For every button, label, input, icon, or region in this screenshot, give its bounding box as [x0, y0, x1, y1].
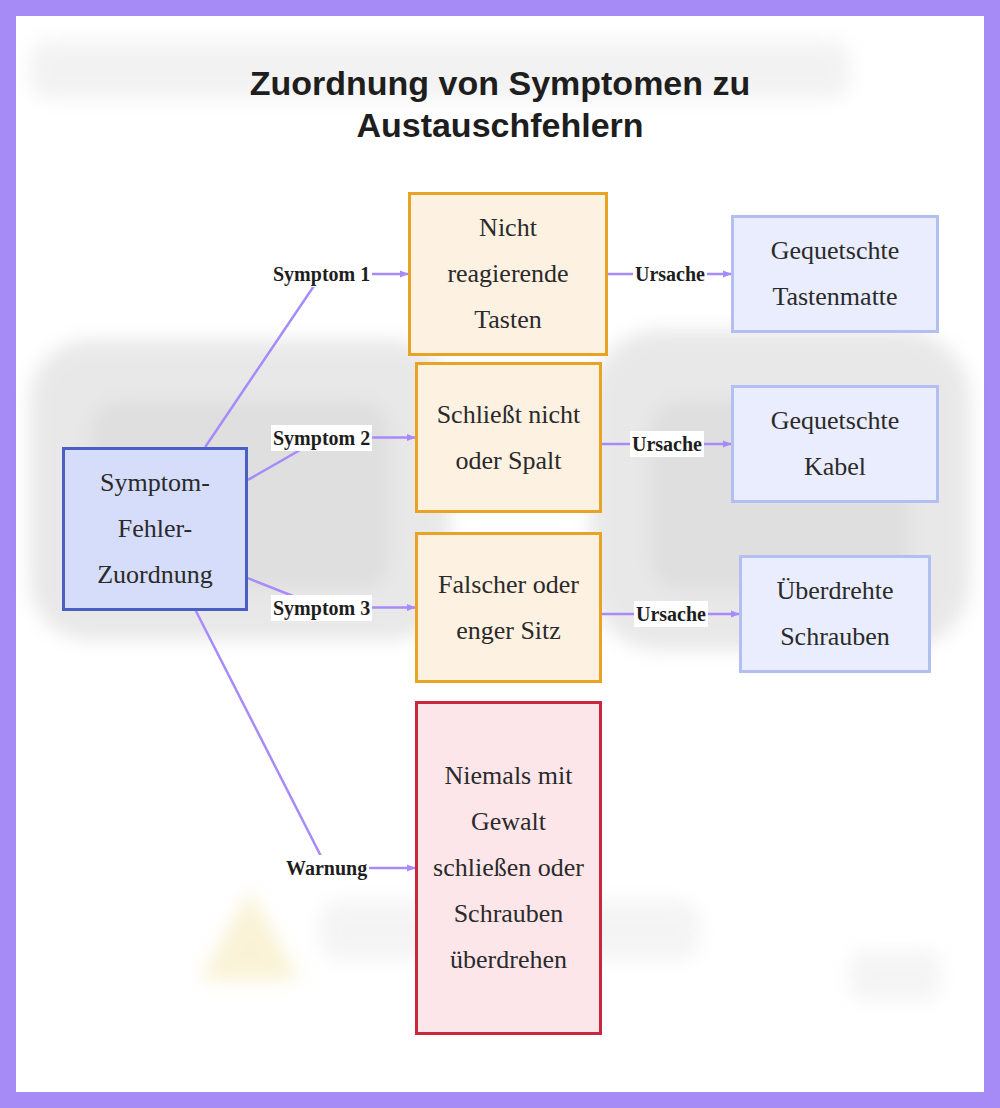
- node-text: Nicht reagierende Tasten: [421, 205, 595, 343]
- symptom-box: Nicht reagierende Tasten: [408, 192, 608, 356]
- symptom-box: Falscher oder enger Sitz: [415, 532, 602, 683]
- edge-label: Warnung: [284, 855, 369, 881]
- node-text: Gequetschte Kabel: [744, 398, 926, 490]
- connector-arrow: [196, 611, 415, 868]
- node-text: Gequetschte Tastenmatte: [744, 228, 926, 320]
- node-text: Niemals mit Gewalt schließen oder Schrau…: [428, 753, 589, 983]
- cause-box: Überdrehte Schrauben: [739, 555, 931, 673]
- symptom-box: Schließt nicht oder Spalt: [415, 362, 602, 513]
- node-text: Symptom-Fehler-Zuordnung: [75, 460, 235, 598]
- node-text: Falscher oder enger Sitz: [428, 562, 589, 654]
- edge-label: Ursache: [634, 601, 708, 627]
- cause-box: Gequetschte Kabel: [731, 385, 939, 503]
- cause-box: Gequetschte Tastenmatte: [731, 215, 939, 333]
- edge-label: Ursache: [633, 261, 707, 287]
- edge-label: Ursache: [630, 431, 704, 457]
- warning-box: Niemals mit Gewalt schließen oder Schrau…: [415, 701, 602, 1035]
- blurred-device: [30, 40, 970, 1000]
- edge-label: Symptom 3: [271, 595, 372, 621]
- edge-label: Symptom 1: [271, 261, 372, 287]
- hub-box: Symptom-Fehler-Zuordnung: [62, 447, 248, 611]
- node-text: Schließt nicht oder Spalt: [428, 392, 589, 484]
- diagram-title: Zuordnung von Symptomen zu Austauschfehl…: [200, 62, 800, 146]
- edge-label: Symptom 2: [271, 425, 372, 451]
- connector-arrow: [205, 274, 408, 447]
- node-text: Überdrehte Schrauben: [752, 568, 918, 660]
